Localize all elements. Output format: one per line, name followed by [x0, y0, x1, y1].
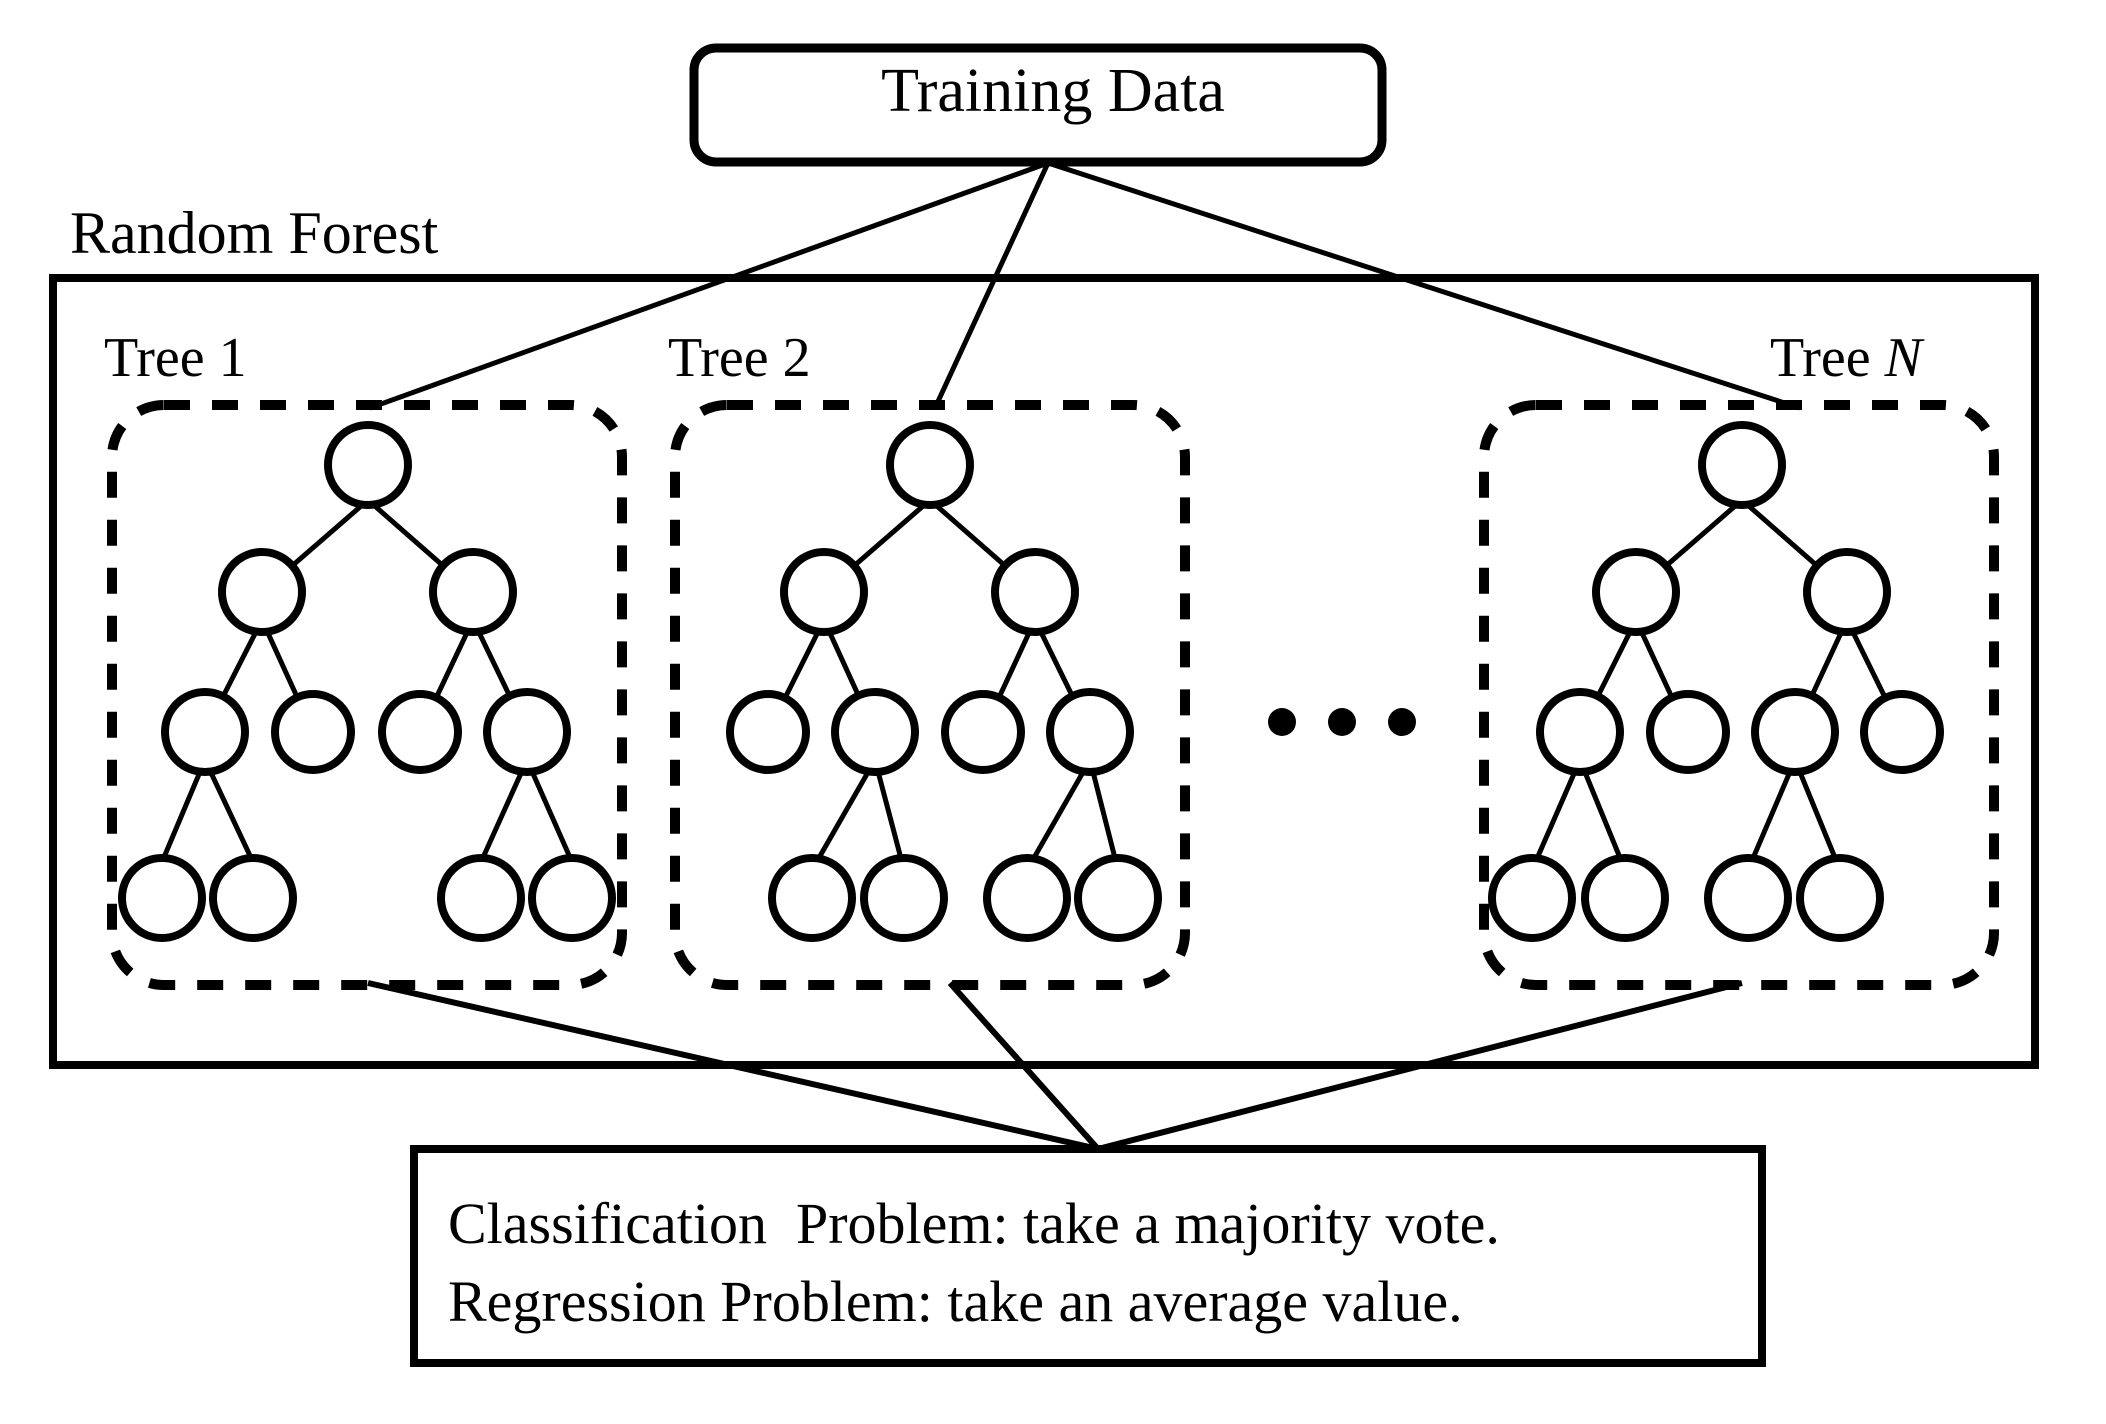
tree-node [1698, 421, 1786, 509]
tree-node [1536, 688, 1624, 776]
tree-node [218, 548, 306, 636]
tree-2-label-prefix: Tree [668, 327, 783, 389]
training-to-trees-connectors [369, 160, 1801, 411]
tree-n-label-prefix: Tree [1770, 327, 1885, 389]
tree-node [768, 854, 856, 942]
tree-node [429, 548, 517, 636]
tree-node [1488, 854, 1576, 942]
tree-1-edges [159, 498, 575, 864]
tree-node [1803, 548, 1891, 636]
tree-node [860, 854, 948, 942]
tree-1-nodes [118, 421, 616, 942]
tree-node [1592, 548, 1680, 636]
connector-training-tree2 [932, 161, 1051, 410]
tree-1-label-suffix: 1 [218, 327, 247, 389]
tree-node [1074, 854, 1162, 942]
connector-training-treeN [1047, 160, 1801, 411]
tree-node [378, 690, 462, 774]
tree-node [528, 854, 616, 942]
regression-rule-text: Regression Problem: take an average valu… [448, 1269, 1463, 1335]
tree-node [483, 688, 571, 776]
random-forest-box [49, 274, 2039, 1069]
tree-n-label: Tree N [1770, 330, 1922, 386]
tree-node [1751, 688, 1839, 776]
tree-node [886, 421, 974, 509]
trees-to-output-connectors [367, 980, 1743, 1152]
ellipsis-dot [1268, 708, 1296, 736]
tree-1-container [107, 400, 627, 990]
tree-n-label-suffix: N [1884, 327, 1922, 389]
connector-tree2-output [947, 981, 1101, 1151]
tree-node [983, 854, 1071, 942]
tree-node [1581, 854, 1669, 942]
output-decision-text: Classification Problem: take a majority … [448, 1185, 1500, 1342]
tree-node [161, 688, 249, 776]
classification-rule-text: Classification Problem: take a majority … [448, 1191, 1500, 1256]
tree-1-label-prefix: Tree [104, 327, 219, 389]
tree-node [1046, 688, 1134, 776]
tree-node [437, 854, 525, 942]
random-forest-label: Random Forest [70, 200, 439, 266]
connector-treeN-output [1097, 980, 1743, 1152]
ellipsis-dots [1268, 708, 1416, 736]
ellipsis-dot [1388, 708, 1416, 736]
tree-2-container [670, 400, 1190, 990]
tree-node [209, 854, 297, 942]
connector-tree1-output [367, 980, 1099, 1152]
tree-node [1704, 854, 1792, 942]
output-decision-box [410, 1145, 1766, 1367]
tree-node [941, 690, 1025, 774]
training-data-label: Training Data [881, 57, 1225, 125]
tree-node [780, 548, 868, 636]
tree-node [1796, 854, 1884, 942]
tree-node [324, 421, 412, 509]
tree-1-label: Tree 1 [104, 330, 247, 386]
tree-n-nodes [1488, 421, 1944, 942]
tree-2-nodes [726, 421, 1162, 942]
tree-node [1646, 690, 1730, 774]
tree-node [991, 548, 1079, 636]
tree-node [118, 854, 206, 942]
ellipsis-dot [1328, 708, 1356, 736]
tree-node [726, 690, 810, 774]
tree-2-label: Tree 2 [668, 330, 811, 386]
connector-training-tree1 [369, 160, 1049, 411]
training-data-box [689, 43, 1387, 167]
tree-node [831, 688, 919, 776]
tree-node [1860, 690, 1944, 774]
tree-2-label-suffix: 2 [782, 327, 811, 389]
tree-node [271, 690, 355, 774]
